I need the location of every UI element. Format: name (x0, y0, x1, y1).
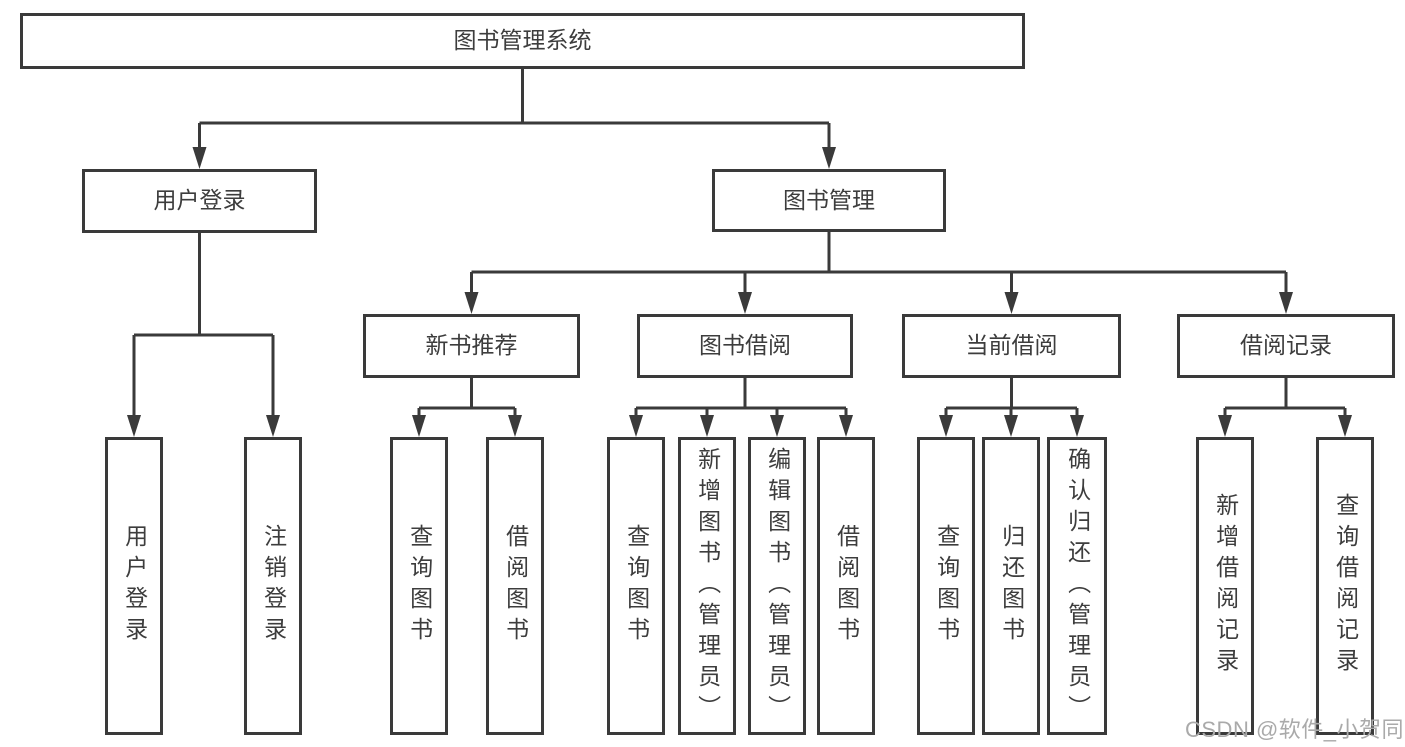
node-leaf-query-books-recommend-label: 查询图书 (406, 524, 433, 648)
node-borrowing-records: 借阅记录 (1177, 314, 1395, 378)
node-leaf-confirm-return-admin: 确认归还（管理员） (1047, 437, 1107, 735)
node-leaf-logout-label: 注销登录 (260, 524, 287, 648)
connector-user-login-children (132, 233, 275, 419)
node-leaf-user-login: 用户登录 (105, 437, 163, 735)
node-leaf-edit-books-admin-label: 编辑图书（管理员） (764, 446, 791, 726)
node-library-system: 图书管理系统 (20, 13, 1025, 69)
node-leaf-add-books-admin-label: 新增图书（管理员） (694, 446, 721, 726)
node-book-borrowing: 图书借阅 (637, 314, 853, 378)
node-leaf-borrow-books-label: 借阅图书 (833, 524, 860, 648)
node-leaf-return-books: 归还图书 (982, 437, 1040, 735)
node-leaf-borrow-books-recommend: 借阅图书 (486, 437, 544, 735)
node-current-borrowing: 当前借阅 (902, 314, 1121, 378)
node-book-borrowing-label: 图书借阅 (699, 332, 791, 359)
connector-book-mgmt-children (470, 232, 1288, 296)
node-leaf-return-books-label: 归还图书 (998, 524, 1025, 648)
node-leaf-add-books-admin: 新增图书（管理员） (678, 437, 736, 735)
node-leaf-edit-books-admin: 编辑图书（管理员） (748, 437, 806, 735)
node-current-borrowing-label: 当前借阅 (965, 332, 1058, 359)
connector-borrow-records-children (1223, 378, 1347, 419)
node-leaf-query-borrow-record: 查询借阅记录 (1316, 437, 1374, 735)
node-leaf-borrow-books: 借阅图书 (817, 437, 875, 735)
node-leaf-query-books-recommend: 查询图书 (390, 437, 448, 735)
node-leaf-query-books-current-label: 查询图书 (933, 524, 960, 648)
node-book-management: 图书管理 (712, 169, 946, 232)
node-leaf-confirm-return-admin-label: 确认归还（管理员） (1064, 446, 1091, 726)
csdn-watermark: CSDN @软件_小贺同学 (1185, 717, 1405, 742)
node-leaf-logout: 注销登录 (244, 437, 302, 735)
connector-root-to-level2 (198, 69, 831, 151)
connector-current-borrow-children (944, 378, 1079, 419)
node-leaf-add-borrow-record: 新增借阅记录 (1196, 437, 1254, 735)
node-book-management-label: 图书管理 (783, 186, 875, 213)
node-leaf-query-borrow-record-label: 查询借阅记录 (1332, 493, 1359, 679)
node-borrowing-records-label: 借阅记录 (1240, 332, 1332, 359)
node-leaf-query-books-borrowing-label: 查询图书 (623, 524, 650, 648)
node-user-login-label: 用户登录 (153, 187, 246, 214)
connector-book-borrow-children (634, 378, 848, 419)
node-leaf-query-books-current: 查询图书 (917, 437, 975, 735)
connector-new-books-children (417, 378, 517, 419)
node-library-system-label: 图书管理系统 (453, 27, 592, 54)
node-user-login: 用户登录 (82, 169, 317, 233)
node-leaf-query-books-borrowing: 查询图书 (607, 437, 665, 735)
node-leaf-add-borrow-record-label: 新增借阅记录 (1212, 493, 1239, 679)
node-new-book-recommend: 新书推荐 (363, 314, 580, 378)
node-new-book-recommend-label: 新书推荐 (425, 332, 518, 359)
node-leaf-borrow-books-recommend-label: 借阅图书 (502, 524, 529, 648)
node-leaf-user-login-label: 用户登录 (121, 524, 148, 648)
